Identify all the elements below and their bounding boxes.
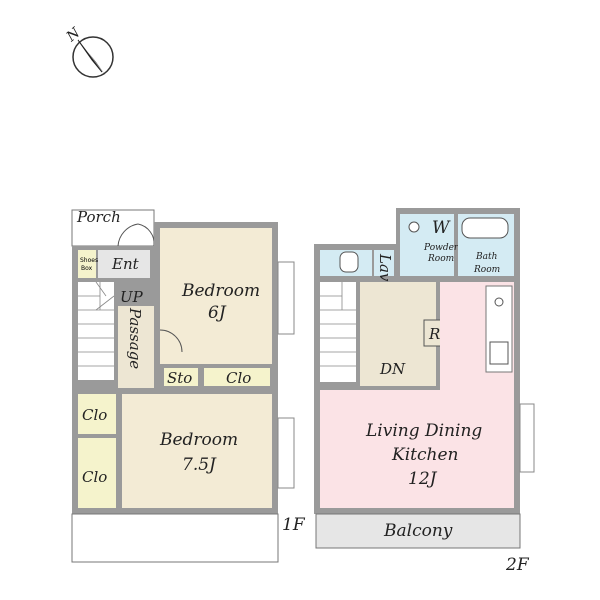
sink-icon (489, 341, 509, 365)
closet-upper (204, 368, 270, 386)
floor-1f-balcony-outline (71, 513, 279, 563)
stairs-down-label: DN (379, 360, 406, 378)
passage (118, 306, 154, 388)
porch-label: Porch (76, 208, 121, 226)
bedroom-6j (160, 228, 272, 364)
bedroom-7-5j (122, 394, 272, 508)
ldk-label-2: Kitchen (391, 445, 458, 465)
entrance (98, 250, 150, 278)
floor-2f: Lav W Powder Room Bath Room DN R (314, 208, 535, 575)
porch-door (117, 223, 139, 247)
shoes-box (78, 250, 96, 278)
powder-room-label-2: Room (427, 254, 454, 264)
toilet-icon (408, 221, 420, 233)
porch-area (71, 209, 155, 247)
storage (164, 368, 198, 386)
bedroom-6j-door (159, 329, 183, 353)
stairs-1f (78, 282, 114, 380)
wc-label: W (432, 218, 451, 238)
stairs-2f-steps (320, 282, 356, 367)
compass-circle (72, 36, 114, 78)
living-dining-kitchen (320, 282, 514, 508)
closet-left-bottom (78, 438, 116, 508)
compass-needle-dark-icon (88, 52, 106, 76)
bedroom-6j-size: 6J (208, 303, 227, 323)
stairs-1f-steps (78, 281, 115, 367)
bedroom-6j-label: Bedroom (181, 281, 260, 301)
closet-upper-label: Clo (226, 369, 251, 387)
window-ldk (519, 403, 535, 473)
floor-1f: Porch Shoes Box Ent UP Pass (71, 208, 306, 563)
bathtub-icon (461, 217, 509, 239)
floor-2f-label: 2F (505, 555, 530, 575)
compass-needle-icon (77, 39, 103, 73)
stairs-up-label: UP (120, 288, 144, 306)
ldk-size: 12J (408, 469, 438, 489)
ldk-label-1: Living Dining (365, 421, 482, 441)
window-bedroom-6j (277, 261, 295, 335)
shoes-box-label-1: Shoes (80, 257, 98, 264)
closet-left-top-label: Clo (82, 406, 107, 424)
refrigerator-label: R (428, 325, 440, 343)
lavatory-label-box (374, 250, 394, 276)
floor-1f-label: 1F (282, 515, 306, 535)
window-bedroom-7-5j (277, 417, 295, 489)
entrance-label: Ent (111, 255, 140, 273)
balcony-label: Balcony (383, 521, 453, 541)
lavatory-sink-icon (339, 251, 359, 273)
bedroom-7-5j-size: 7.5J (182, 455, 217, 475)
powder-room (400, 214, 454, 276)
shoes-box-label-2: Box (81, 265, 93, 272)
stove-icon (494, 297, 504, 307)
bath-room-label: Bath (475, 252, 497, 262)
balcony (315, 513, 521, 549)
compass: N (63, 24, 114, 78)
stairs-2f (320, 282, 356, 382)
bath-room-label-2: Room (473, 265, 500, 275)
closet-left-bottom-label: Clo (82, 468, 107, 486)
storage-label: Sto (167, 369, 192, 387)
passage-label: Passage (126, 307, 144, 369)
lavatory-label: Lav (376, 253, 394, 282)
bedroom-7-5j-label: Bedroom (159, 430, 238, 450)
hall-2f (360, 282, 436, 386)
powder-room-label: Powder (423, 243, 459, 253)
closet-left-top (78, 394, 116, 434)
